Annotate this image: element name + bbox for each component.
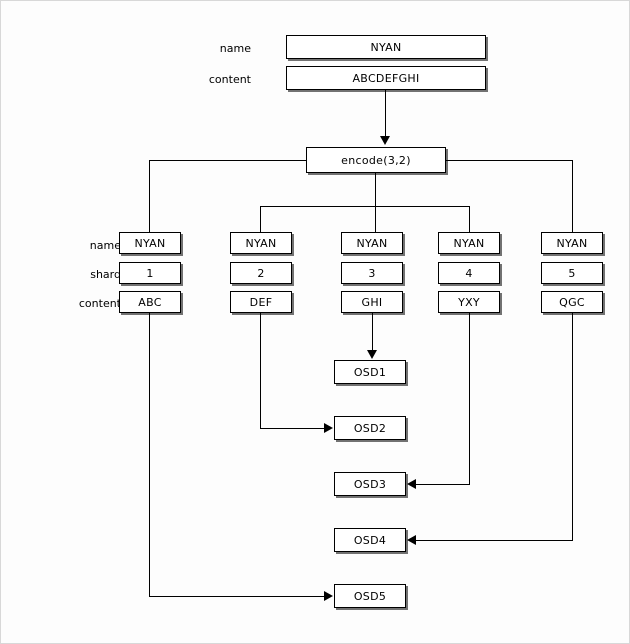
shard-1-to-osd5-hline [149, 596, 324, 597]
drop-to-shard-2-stem [260, 206, 261, 232]
drop-to-shard-4-stem [469, 206, 470, 232]
shard-1-content-box: ABC [119, 291, 181, 313]
shard-index-label: shard [90, 268, 121, 281]
osd-4-box: OSD4 [334, 528, 406, 552]
shard-3-index-box: 3 [341, 262, 403, 284]
shard-2-to-osd2-vline [260, 313, 261, 428]
osd-5-box: OSD5 [334, 584, 406, 608]
shard-2-content-box: DEF [230, 291, 292, 313]
drop-to-shard-2-bus [260, 206, 376, 207]
source-name-box: NYAN [286, 35, 486, 59]
shard-2-to-osd2-hline [260, 428, 324, 429]
shard-4-content-box: YXY [438, 291, 500, 313]
drop-to-shard-5 [572, 160, 573, 232]
shard-1-to-osd5-arrowhead [324, 591, 333, 601]
encode-node: encode(3,2) [306, 147, 446, 173]
source-name-label: name [219, 42, 251, 55]
shard-2-index-box: 2 [230, 262, 292, 284]
drop-to-shard-4-bus [375, 206, 470, 207]
shard-4-name-box: NYAN [438, 232, 500, 254]
shard-1-index-box: 1 [119, 262, 181, 284]
shard-3-name-box: NYAN [341, 232, 403, 254]
shard-1-name-box: NYAN [119, 232, 181, 254]
drop-to-shard-3 [375, 173, 376, 232]
shard-2-to-osd2-arrowhead [324, 423, 333, 433]
shard-2-name-box: NYAN [230, 232, 292, 254]
shard-5-to-osd4-arrowhead [407, 535, 416, 545]
drop-to-shard-1 [149, 160, 150, 232]
shard-1-to-osd5-vline [149, 313, 150, 596]
shard-5-name-box: NYAN [541, 232, 603, 254]
shard-3-content-box: GHI [341, 291, 403, 313]
osd-1-box: OSD1 [334, 360, 406, 384]
source-to-encode-line [385, 90, 386, 136]
shard-4-to-osd3-arrowhead [407, 479, 416, 489]
source-to-encode-arrowhead [380, 136, 390, 145]
shard-name-label: name [89, 239, 121, 252]
shard-content-label: content [78, 297, 121, 310]
shard-5-to-osd4-hline [416, 540, 573, 541]
shard-5-content-box: QGC [541, 291, 603, 313]
shard-5-index-box: 5 [541, 262, 603, 284]
shard-4-to-osd3-vline [469, 313, 470, 484]
source-content-label: content [208, 73, 251, 86]
osd-3-box: OSD3 [334, 472, 406, 496]
shard-5-to-osd4-vline [572, 313, 573, 540]
shard-4-index-box: 4 [438, 262, 500, 284]
osd-2-box: OSD2 [334, 416, 406, 440]
shard-3-to-osd1-line [372, 313, 373, 350]
source-content-box: ABCDEFGHI [286, 66, 486, 90]
shard-4-to-osd3-hline [416, 484, 470, 485]
encode-fanout-bus-left [149, 160, 306, 161]
encode-fanout-bus-right [446, 160, 573, 161]
shard-3-to-osd1-arrowhead [367, 350, 377, 359]
